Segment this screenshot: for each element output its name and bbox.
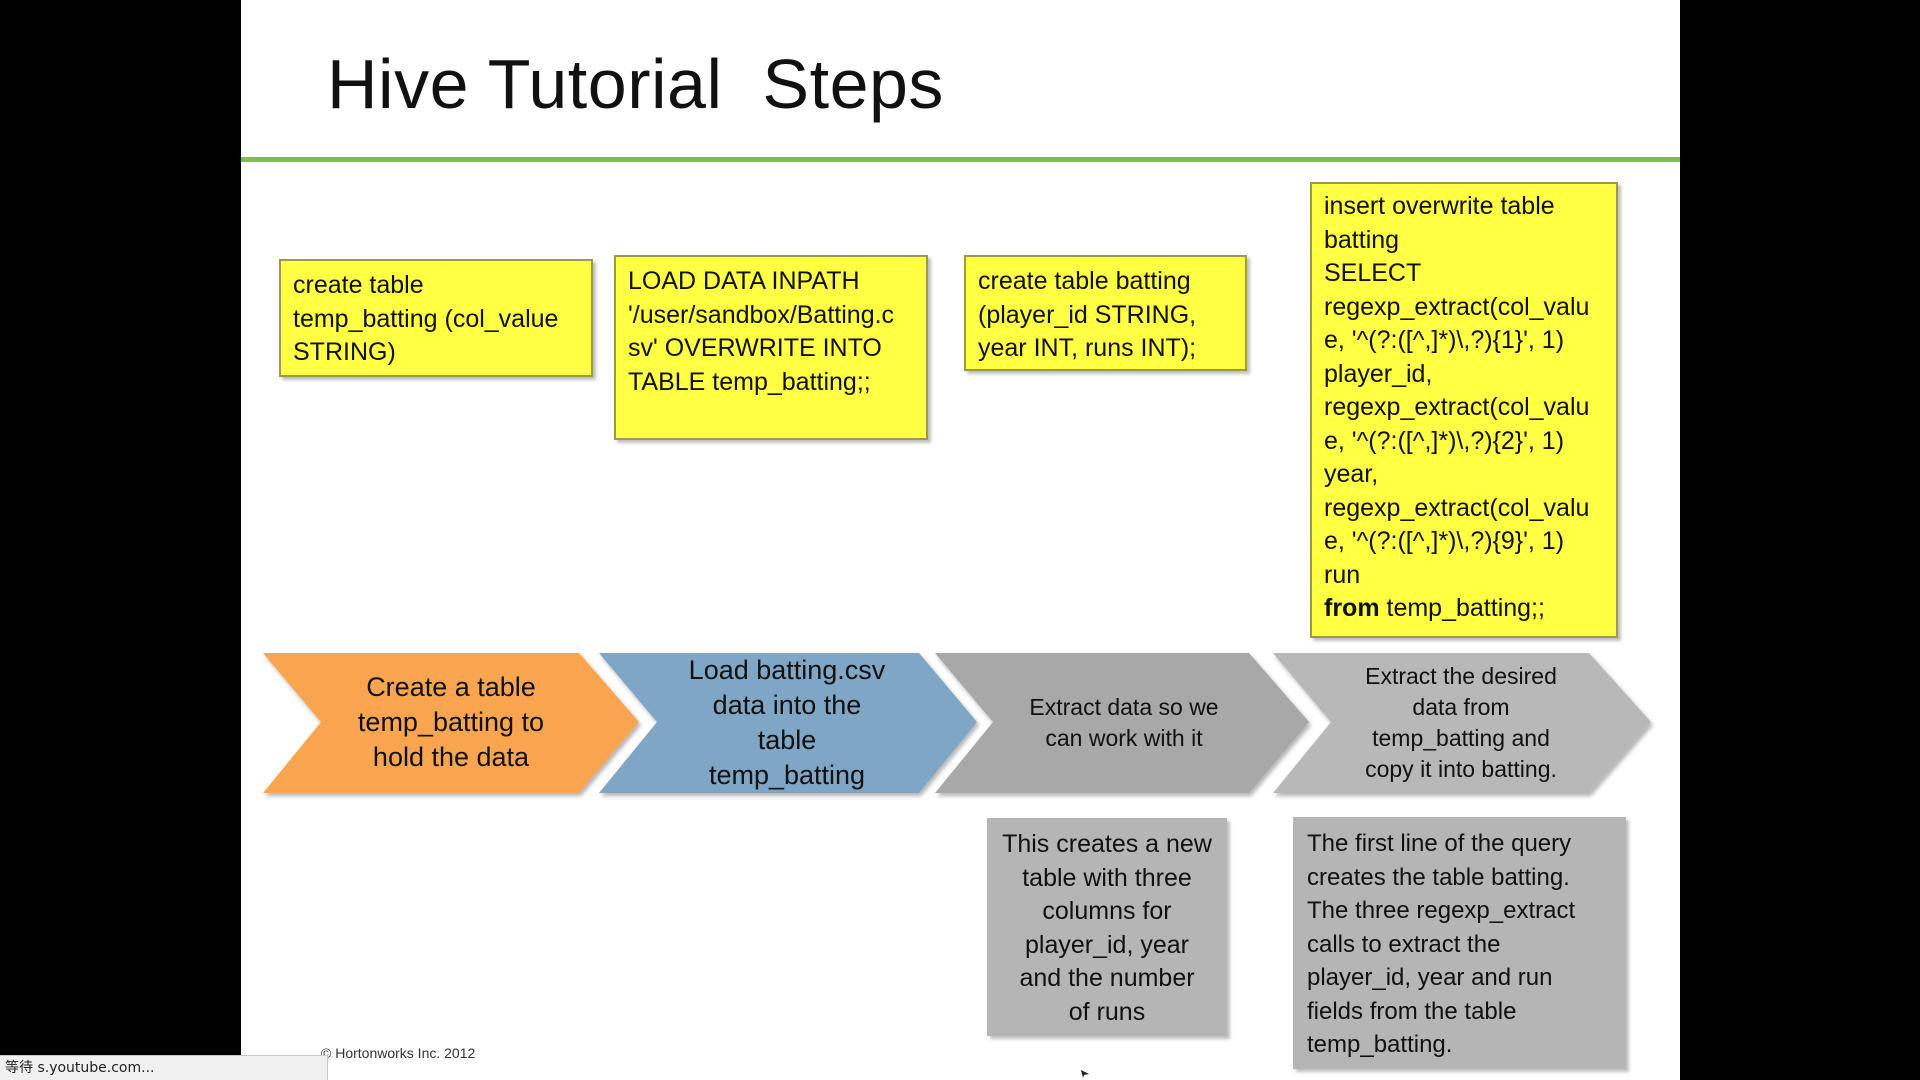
note-line: fields from the table	[1307, 997, 1517, 1025]
note-line: and the number	[1019, 964, 1195, 992]
note-line: calls to extract the	[1307, 930, 1501, 958]
code-line: TABLE temp_batting;;	[628, 367, 871, 396]
browser-status-bar: 等待 s.youtube.com...	[0, 1055, 328, 1080]
note-line: The three regexp_extract	[1307, 897, 1576, 924]
code-line: create table batting	[978, 267, 1191, 295]
code-line: STRING)	[293, 338, 396, 366]
note-line: player_id, year and run	[1307, 964, 1553, 991]
step-1-line: Create a table	[366, 672, 536, 702]
code-line: year,	[1324, 460, 1379, 488]
code-box-create-temp-table: create table temp_batting (col_value STR…	[279, 259, 593, 377]
code-line: sv' OVERWRITE INTO	[628, 334, 882, 362]
code-line: regexp_extract(col_valu	[1324, 292, 1590, 321]
code-box-insert-overwrite: insert overwrite table batting SELECT re…	[1310, 182, 1618, 638]
note-line: player_id, year	[1025, 930, 1189, 959]
note-line: table with three	[1022, 863, 1192, 892]
process-arrows	[263, 653, 1651, 793]
code-line: SELECT	[1324, 259, 1422, 287]
code-line-from: from temp_batting;;	[1324, 592, 1604, 626]
step-3-arrow	[935, 653, 1309, 793]
code-line: create table	[293, 271, 424, 299]
note-line: columns for	[1042, 897, 1172, 925]
step-2-line: temp_batting	[708, 759, 866, 790]
code-line: e, '^(?:([^,]*)\,?){2}', 1)	[1324, 426, 1565, 455]
copyright-notice: © Hortonworks Inc. 2012	[321, 1045, 476, 1061]
note-line: temp_batting.	[1307, 1031, 1453, 1058]
code-line: e, '^(?:([^,]*)\,?){1}', 1)	[1324, 326, 1565, 354]
code-box-load-data: LOAD DATA INPATH '/user/sandbox/Batting.…	[614, 255, 928, 440]
step-1-label: Create a table temp_batting to hold the …	[321, 660, 581, 785]
title-underline	[241, 157, 1680, 162]
code-line: year INT, runs INT);	[978, 334, 1197, 362]
step-4-line: temp_batting and	[1372, 724, 1550, 751]
code-line: regexp_extract(col_valu	[1324, 493, 1590, 522]
note-line: of runs	[1068, 997, 1146, 1026]
step-4-line: data from	[1412, 693, 1510, 720]
note-line: The first line of the query	[1307, 830, 1572, 857]
code-line: run	[1324, 560, 1361, 589]
step-1-line: hold the data	[372, 742, 530, 772]
sql-keyword-from: from	[1324, 594, 1380, 622]
step-4-line: copy it into batting.	[1365, 755, 1557, 782]
step-2-arrow	[599, 653, 977, 793]
code-line: regexp_extract(col_valu	[1324, 393, 1590, 421]
step-2-line: data into the	[712, 689, 862, 720]
step-2-line: table	[757, 724, 817, 755]
code-line: e, '^(?:([^,]*)\,?){9}', 1)	[1324, 527, 1565, 555]
note-insert-explanation: The first line of the query creates the …	[1293, 817, 1626, 1069]
step-3-line: Extract data so we	[1029, 693, 1219, 720]
code-line: '/user/sandbox/Batting.c	[628, 300, 895, 329]
code-text: temp_batting;;	[1379, 594, 1545, 622]
step-1-line: temp_batting to	[357, 707, 545, 737]
step-3-label: Extract data so we can work with it	[999, 680, 1249, 765]
slide: Hive Tutorial Steps create table temp_ba…	[241, 0, 1680, 1080]
code-line: (player_id STRING,	[978, 300, 1197, 329]
code-box-create-batting-table: create table batting (player_id STRING, …	[964, 255, 1247, 371]
note-create-batting: This creates a new table with three colu…	[987, 818, 1227, 1036]
step-1-arrow	[263, 653, 639, 793]
note-line: This creates a new	[1002, 830, 1212, 858]
code-line: LOAD DATA INPATH	[628, 267, 860, 295]
step-4-label: Extract the desired data from temp_batti…	[1331, 655, 1591, 790]
code-line: player_id,	[1324, 359, 1433, 388]
code-line: temp_batting (col_value	[293, 304, 559, 333]
code-line: batting	[1324, 225, 1400, 254]
slide-title: Hive Tutorial Steps	[327, 45, 944, 123]
step-4-arrow	[1273, 653, 1651, 793]
mouse-cursor-icon	[1081, 1070, 1089, 1078]
step-2-line: Load batting.csv	[688, 654, 886, 685]
step-4-line: Extract the desired	[1365, 662, 1557, 689]
step-3-line: can work with it	[1045, 724, 1203, 751]
code-line: insert overwrite table	[1324, 192, 1555, 220]
step-2-label: Load batting.csv data into the table tem…	[653, 650, 921, 795]
note-line: creates the table batting.	[1307, 863, 1570, 891]
